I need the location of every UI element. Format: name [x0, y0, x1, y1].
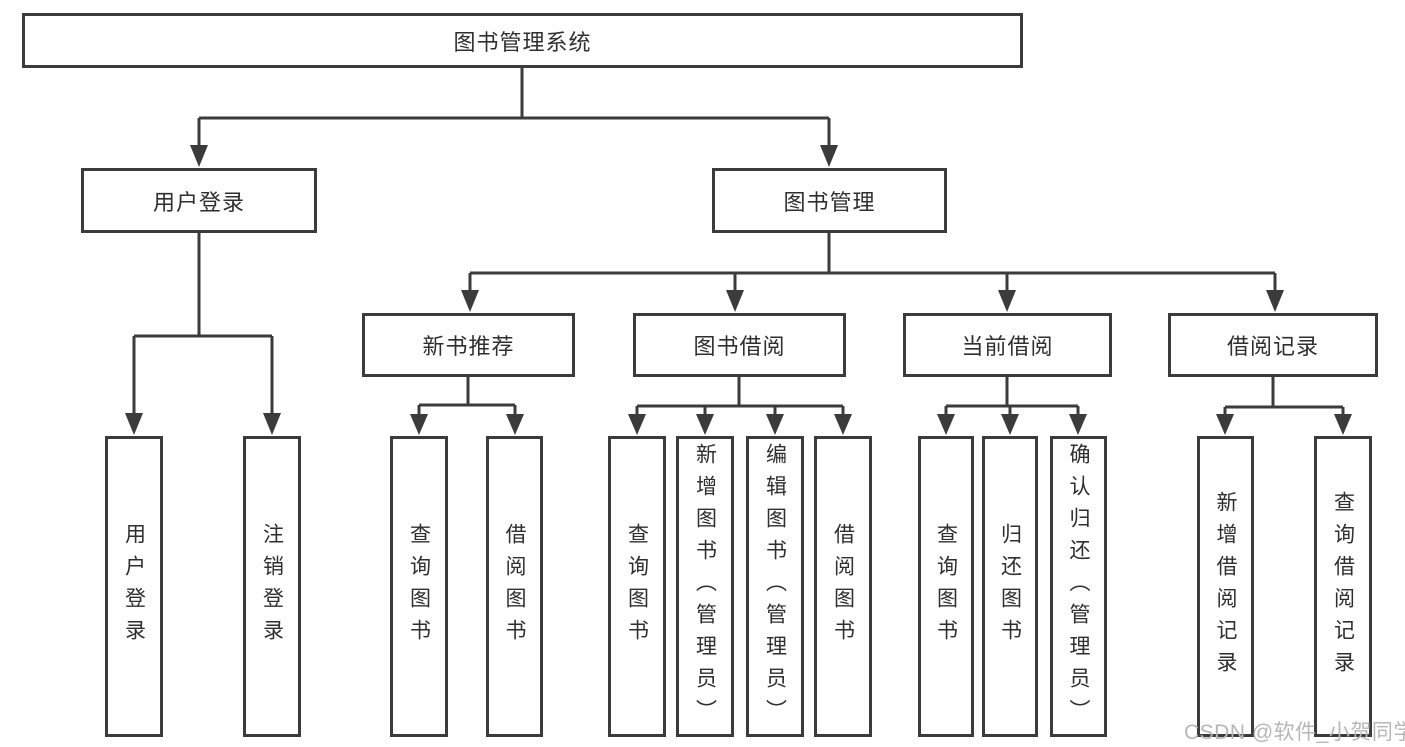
node-current-borrow: 当前借阅: [903, 313, 1112, 377]
leaf-query-book-recommend: 查询图书: [390, 436, 448, 737]
node-borrow-records-label: 借阅记录: [1226, 334, 1319, 359]
leaf-query-book-recommend-label: 查询图书: [407, 522, 431, 651]
leaf-query-book-borrow-label: 查询图书: [625, 522, 649, 651]
leaf-borrow-book: 借阅图书: [814, 436, 872, 737]
leaf-add-book-admin-label: 新增图书（管理员）: [693, 442, 717, 731]
leaf-add-borrow-record: 新增借阅记录: [1197, 436, 1254, 737]
node-new-book-recommend: 新书推荐: [362, 313, 575, 377]
leaf-confirm-return-admin: 确认归还（管理员）: [1050, 436, 1107, 737]
node-user-login-label: 用户登录: [152, 189, 245, 215]
node-new-book-recommend-label: 新书推荐: [422, 334, 515, 359]
leaf-borrow-book-recommend: 借阅图书: [486, 436, 543, 737]
leaf-user-login-label: 用户登录: [122, 522, 146, 651]
leaf-add-borrow-record-label: 新增借阅记录: [1214, 490, 1237, 683]
leaf-return-book-label: 归还图书: [998, 522, 1022, 651]
leaf-edit-book-admin: 编辑图书（管理员）: [746, 436, 804, 737]
leaf-query-book-current-label: 查询图书: [934, 522, 958, 651]
node-user-login: 用户登录: [81, 168, 317, 233]
leaf-logout: 注销登录: [243, 436, 301, 737]
arrowheads: [125, 145, 1352, 435]
leaf-edit-book-admin-label: 编辑图书（管理员）: [763, 442, 787, 731]
leaf-query-borrow-record: 查询借阅记录: [1314, 436, 1372, 737]
node-book-borrow-label: 图书借阅: [693, 334, 786, 359]
leaf-user-login: 用户登录: [105, 436, 163, 737]
leaf-query-borrow-record-label: 查询借阅记录: [1331, 490, 1355, 683]
csdn-watermark: CSDN @软件_小贺同学: [1184, 721, 1405, 744]
leaf-borrow-book-recommend-label: 借阅图书: [503, 522, 526, 651]
leaf-add-book-admin: 新增图书（管理员）: [676, 436, 734, 737]
leaf-query-book-current: 查询图书: [918, 436, 974, 737]
leaf-borrow-book-label: 借阅图书: [831, 522, 855, 651]
leaf-confirm-return-admin-label: 确认归还（管理员）: [1067, 442, 1090, 731]
node-book-borrow: 图书借阅: [633, 313, 846, 377]
leaf-return-book: 归还图书: [982, 436, 1038, 737]
node-root: 图书管理系统: [22, 13, 1023, 68]
node-borrow-records: 借阅记录: [1168, 313, 1378, 377]
node-root-label: 图书管理系统: [453, 29, 592, 55]
leaf-query-book-borrow: 查询图书: [608, 436, 666, 737]
node-current-borrow-label: 当前借阅: [961, 334, 1054, 359]
node-book-management: 图书管理: [712, 168, 947, 233]
leaf-logout-label: 注销登录: [260, 522, 284, 651]
node-book-management-label: 图书管理: [783, 189, 876, 215]
